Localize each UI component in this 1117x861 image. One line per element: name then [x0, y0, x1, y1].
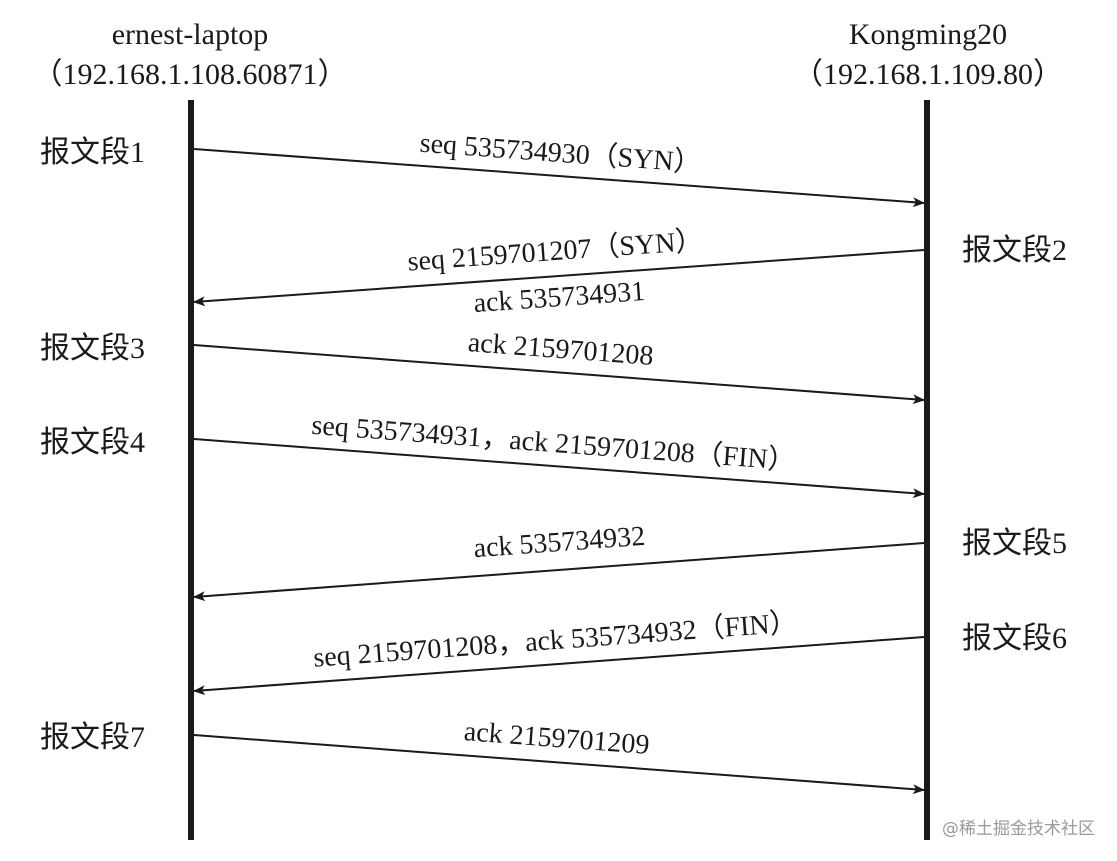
segment-1-message: seq 535734930（SYN）: [419, 127, 703, 180]
segment-5-arrow: [193, 542, 925, 602]
segment-3-label: 报文段3: [40, 332, 145, 365]
segment-6-label: 报文段6: [962, 622, 1067, 655]
segment-5-label: 报文段5: [962, 527, 1067, 560]
left-host-name: ernest-laptop: [112, 18, 269, 51]
segment-5-message: ack 535734932: [473, 521, 647, 565]
segment-1-arrow: [193, 148, 925, 208]
segment-7-message: ack 2159701209: [463, 716, 651, 761]
segment-2-label: 报文段2: [962, 234, 1067, 267]
segment-7-arrow: [193, 734, 925, 795]
segment-6-arrow: [193, 636, 925, 696]
watermark: @稀土掘金技术社区: [942, 819, 1095, 839]
segment-3-message: ack 2159701208: [467, 327, 655, 372]
segment-7-label: 报文段7: [40, 721, 145, 754]
right-host-name: Kongming20: [849, 18, 1007, 51]
segment-2-message-ack: ack 535734931: [473, 276, 647, 319]
segment-3-arrow: [193, 344, 925, 405]
segment-4-arrow: [193, 438, 925, 499]
segment-1-label: 报文段1: [40, 136, 145, 169]
left-host-address: （192.168.1.108.60871）: [33, 58, 348, 91]
segment-2-arrow: [193, 249, 925, 307]
segment-4-label: 报文段4: [40, 426, 145, 459]
right-host-address: （192.168.1.109.80）: [793, 58, 1063, 91]
